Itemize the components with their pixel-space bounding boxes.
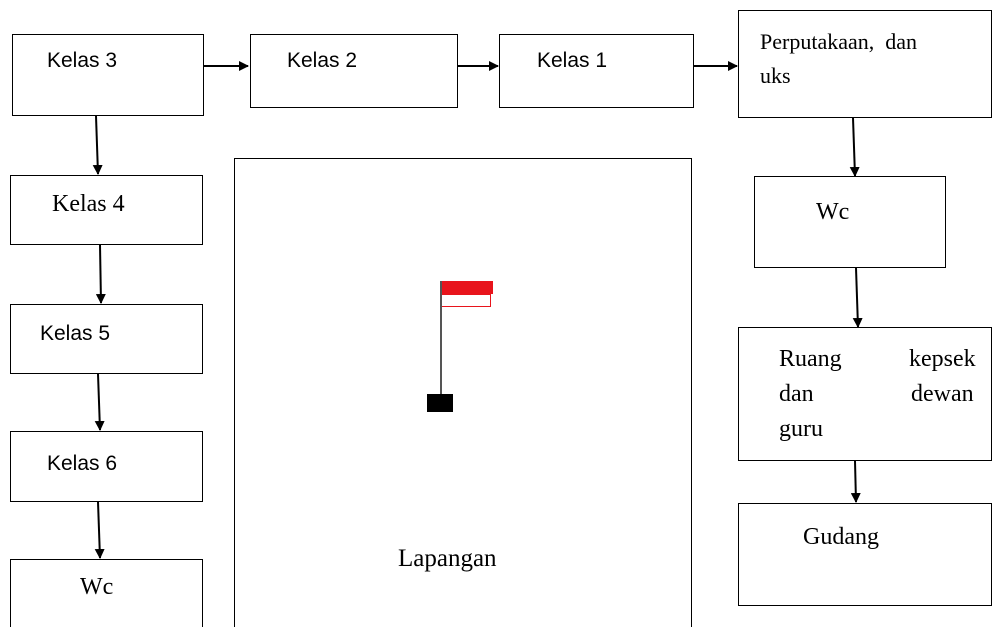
arrow-kelas6-to-wc <box>94 501 105 559</box>
node-perpustakaan-label-line1: Perputakaan, dan <box>760 29 917 54</box>
node-kelas2: Kelas 2 <box>250 34 458 108</box>
arrow-kelas3-to-kelas4 <box>92 115 103 175</box>
node-kelas3: Kelas 3 <box>12 34 204 116</box>
node-kelas5-label: Kelas 5 <box>40 322 111 345</box>
node-kelas1: Kelas 1 <box>499 34 694 108</box>
node-lapangan: Lapangan <box>234 158 692 627</box>
arrow-wc-to-ruang <box>852 267 863 328</box>
flag-pole <box>440 281 442 395</box>
flag-red-stripe <box>441 281 493 294</box>
node-kelas6-label: Kelas 6 <box>47 452 118 475</box>
node-wc-right: Wc <box>754 176 946 268</box>
node-lapangan-label: Lapangan <box>398 545 497 572</box>
arrow-ruang-to-gudang <box>850 460 861 503</box>
node-ruang-label-word5: guru <box>779 416 823 442</box>
node-kelas5: Kelas 5 <box>10 304 203 374</box>
node-ruang-label-word2: kepsek <box>909 346 976 372</box>
node-kelas2-label: Kelas 2 <box>287 49 358 72</box>
node-wc-left-label: Wc <box>80 574 114 600</box>
node-kelas3-label: Kelas 3 <box>47 49 118 72</box>
arrow-kelas4-to-kelas5 <box>95 244 106 304</box>
node-perpustakaan-label-line2: uks <box>760 63 791 88</box>
node-perpustakaan-uks: Perputakaan, dan uks <box>738 10 992 118</box>
node-kelas4: Kelas 4 <box>10 175 203 245</box>
node-kelas4-label: Kelas 4 <box>52 191 125 217</box>
flag-base <box>427 394 453 412</box>
node-kelas1-label: Kelas 1 <box>537 49 608 72</box>
node-wc-left: Wc <box>10 559 203 627</box>
node-kelas6: Kelas 6 <box>10 431 203 502</box>
node-wc-right-label: Wc <box>816 199 850 225</box>
node-ruang-label-word1: Ruang <box>779 346 842 372</box>
node-ruang-kepsek-dewan-guru: Ruang kepsek dan dewan guru <box>738 327 992 461</box>
arrow-perpustakaan-to-wc <box>849 117 860 177</box>
flag-icon <box>427 281 497 417</box>
node-ruang-label-word3: dan <box>779 381 814 407</box>
arrow-kelas5-to-kelas6 <box>94 373 105 431</box>
node-ruang-label-word4: dewan <box>911 381 974 407</box>
node-gudang: Gudang <box>738 503 992 606</box>
flag-white-stripe <box>441 294 491 307</box>
node-gudang-label: Gudang <box>803 524 879 550</box>
